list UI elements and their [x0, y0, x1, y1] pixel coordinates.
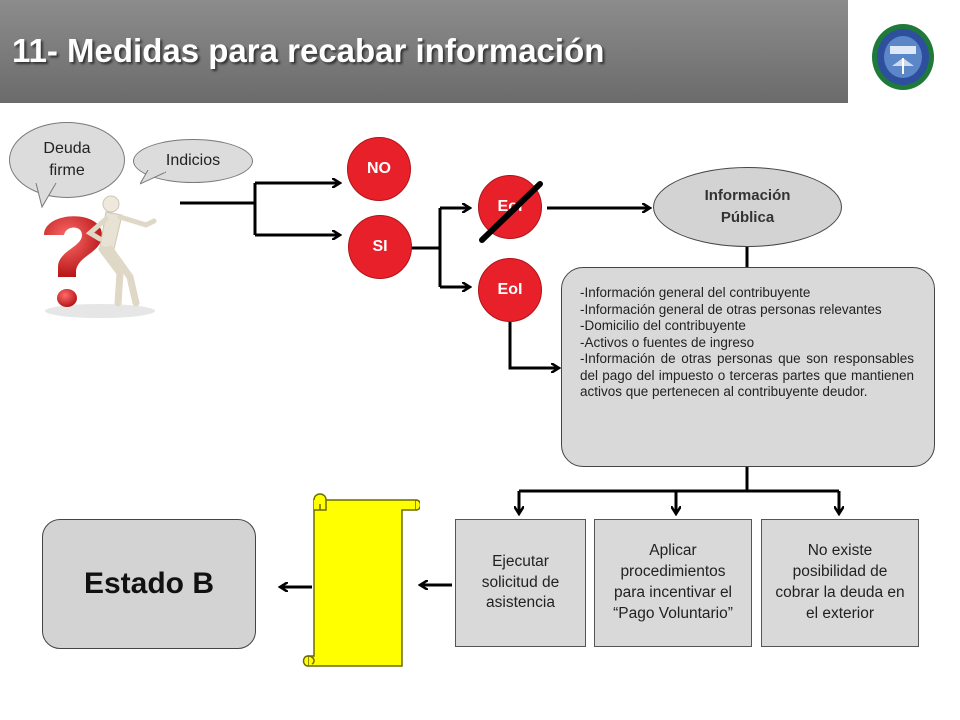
info-item: -Activos o fuentes de ingreso	[580, 334, 755, 350]
info-item: -Información general del contribuyente	[580, 285, 811, 300]
info-item: -Información general de otras personas r…	[580, 301, 882, 317]
estado-b-box: Estado B	[42, 519, 256, 649]
option-no-collection-label: No existe posibilidad de cobrar la deuda…	[775, 542, 905, 622]
question-mark-figure-icon	[44, 195, 157, 318]
option-voluntary-box: Aplicar procedimientos para incentivar e…	[594, 519, 752, 647]
no-circle: NO	[347, 137, 411, 201]
page-title: 11- Medidas para recabar información	[12, 32, 605, 69]
option-no-collection-box: No existe posibilidad de cobrar la deuda…	[761, 519, 919, 647]
option-voluntary-label: Aplicar procedimientos para incentivar e…	[613, 542, 733, 622]
no-label: NO	[367, 160, 391, 177]
eoi-crossed-circle: EoI	[478, 175, 542, 239]
option-assistance-label: Ejecutar solicitud de asistencia	[481, 552, 560, 612]
si-label: SI	[372, 238, 388, 255]
option-assistance-box: Ejecutar solicitud de asistencia	[455, 519, 586, 647]
deuda-firme-bubble: Deuda firme	[9, 122, 125, 198]
info-item: -Información de otras personas que son r…	[580, 351, 914, 399]
cross-out-slash-icon	[479, 181, 543, 243]
public-info-label: Información Pública	[704, 187, 791, 226]
si-circle: SI	[348, 215, 412, 279]
estado-b-label: Estado B	[83, 567, 215, 600]
eoi-circle: EoI	[478, 258, 542, 322]
indicios-bubble-tail	[140, 170, 167, 185]
info-list-box: -Información general del contribuyente -…	[561, 267, 935, 467]
institution-seal-icon	[872, 24, 934, 90]
deuda-firme-label: Deuda firme	[43, 140, 91, 179]
public-info-oval: Información Pública	[653, 167, 842, 247]
eoi-label: EoI	[497, 281, 523, 298]
deuda-bubble-tail	[35, 183, 57, 209]
indicios-label: Indicios	[165, 152, 221, 170]
info-item: -Domicilio del contribuyente	[580, 318, 746, 333]
title-bar: 11- Medidas para recabar información	[0, 0, 848, 103]
scroll-icon	[302, 493, 420, 667]
